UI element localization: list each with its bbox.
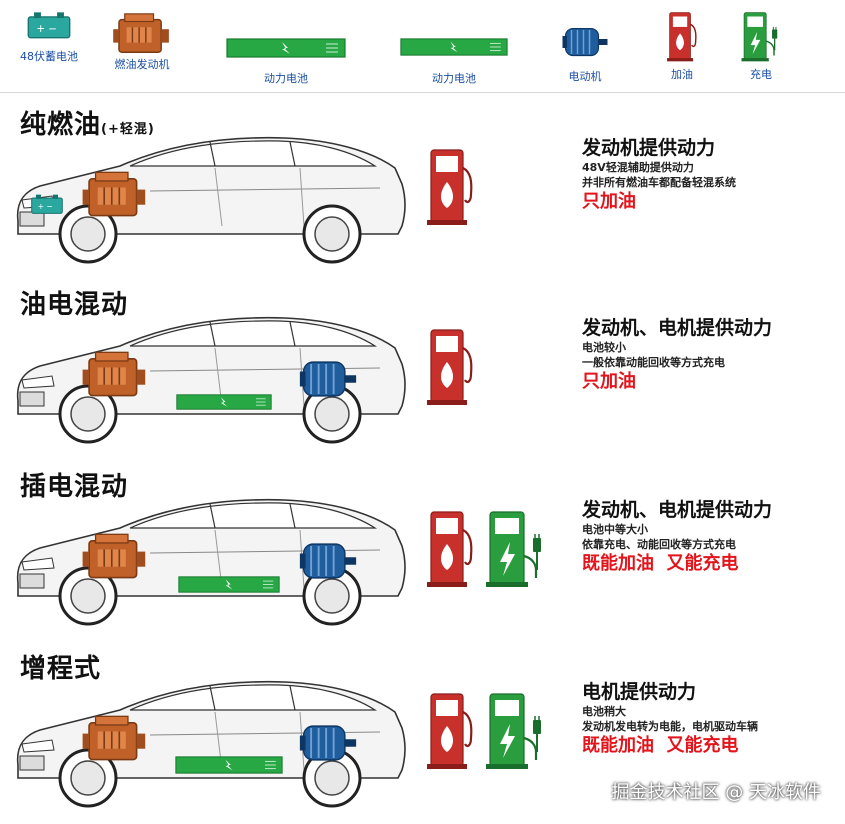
refuel-method: 既能加油 又能充电: [582, 553, 739, 574]
power-battery-icon: [176, 757, 282, 773]
section-description: 发动机提供动力 48V轻混辅助提供动力 并非所有燃油车都配备轻混系统 只加油: [582, 136, 842, 214]
power-source-headline: 发动机、电机提供动力: [582, 317, 773, 339]
battery-48v-icon: [26, 10, 72, 40]
watermark: 掘金技术社区 @ 天冰软件: [611, 782, 821, 803]
charging-station-icon: [484, 690, 548, 770]
legend-item-electric-motor: 电动机: [552, 24, 618, 84]
legend-item-charge: 充电: [740, 10, 782, 82]
legend-label: 加油: [671, 68, 693, 81]
section-hybrid: 油电混动 发动机、电机提供动力 电池较小 一般依靠动能回收等方式充电 只加油: [0, 284, 845, 459]
description-line: 48V轻混辅助提供动力: [582, 161, 694, 174]
section-title: 纯燃油(+轻混): [20, 110, 155, 140]
power-battery-large-icon: [218, 38, 354, 58]
legend-label: 48伏蓄电池: [20, 50, 78, 63]
refuel-method: 既能加油 又能充电: [582, 735, 739, 756]
legend-label: 燃油发动机: [114, 58, 170, 71]
power-source-headline: 发动机提供动力: [582, 137, 716, 159]
legend-label: 电动机: [568, 70, 602, 83]
description-line: 电池中等大小: [582, 523, 648, 536]
legend-label: 动力电池: [264, 72, 308, 85]
section-title-note: (+轻混): [101, 122, 155, 137]
engine-icon: [83, 352, 146, 395]
electric-motor-icon: [552, 24, 618, 60]
power-battery-icon: [177, 395, 271, 409]
car-diagram: [10, 126, 410, 266]
charging-station-icon: [484, 508, 548, 588]
section-plugin-hybrid: 插电混动 发动机、电机提供动力 电池中等大小 依靠充电、动能回收等方式充电 既能…: [0, 466, 845, 641]
description-line: 电池稍大: [582, 705, 626, 718]
car-diagram: [10, 306, 410, 446]
engine-icon: [83, 716, 146, 759]
legend-label: 充电: [750, 68, 772, 81]
power-source-headline: 发动机、电机提供动力: [582, 499, 773, 521]
legend-item-engine: 燃油发动机: [112, 10, 172, 72]
fuel-pump-icon: [424, 690, 476, 770]
fuel-pump-icon: [664, 10, 700, 62]
section-title: 插电混动: [20, 472, 129, 502]
section-description: 发动机、电机提供动力 电池较小 一般依靠动能回收等方式充电 只加油: [582, 316, 842, 394]
section-title: 增程式: [20, 654, 102, 684]
section-title: 油电混动: [20, 290, 129, 320]
power-battery-small-icon: [396, 38, 512, 56]
power-source-headline: 电机提供动力: [582, 681, 697, 703]
engine-icon: [83, 534, 146, 577]
car-diagram: [10, 488, 410, 628]
description-line: 一般依靠动能回收等方式充电: [582, 356, 725, 369]
power-battery-icon: [179, 577, 279, 592]
legend-label: 动力电池: [432, 72, 476, 85]
section-description: 电机提供动力 电池稍大 发动机发电转为电能，电机驱动车辆 既能加油 又能充电: [582, 680, 842, 758]
legend-item-fuel: 加油: [664, 10, 700, 82]
description-line: 发动机发电转为电能，电机驱动车辆: [582, 720, 758, 733]
refuel-method: 只加油: [582, 371, 636, 392]
car-diagram: [10, 670, 410, 810]
section-pure-fuel: 纯燃油(+轻混) 发动机提供动力 48V轻混辅助提供动力 并非所有燃油车都配备轻…: [0, 104, 845, 279]
engine-icon: [83, 172, 146, 215]
description-line: 依靠充电、动能回收等方式充电: [582, 538, 736, 551]
description-line: 并非所有燃油车都配备轻混系统: [582, 176, 736, 189]
refuel-method: 只加油: [582, 191, 636, 212]
fuel-pump-icon: [424, 326, 476, 406]
section-description: 发动机、电机提供动力 电池中等大小 依靠充电、动能回收等方式充电 既能加油 又能…: [582, 498, 842, 576]
description-line: 电池较小: [582, 341, 626, 354]
fuel-pump-icon: [424, 508, 476, 588]
legend-item-power-battery-small: 动力电池: [396, 38, 512, 86]
engine-icon: [112, 10, 172, 58]
section-range-extender: 增程式 电机提供动力 电池稍大 发动机发电转为电能，电机驱动车辆 既能加油 又能…: [0, 648, 845, 823]
legend-item-48v-battery: 48伏蓄电池: [20, 10, 78, 64]
legend-item-power-battery-large: 动力电池: [218, 38, 354, 86]
fuel-pump-icon: [424, 146, 476, 226]
legend: 48伏蓄电池 燃油发动机 动力电池 动力电池 电动机 加油 充电: [0, 0, 845, 93]
charging-station-icon: [740, 10, 782, 62]
